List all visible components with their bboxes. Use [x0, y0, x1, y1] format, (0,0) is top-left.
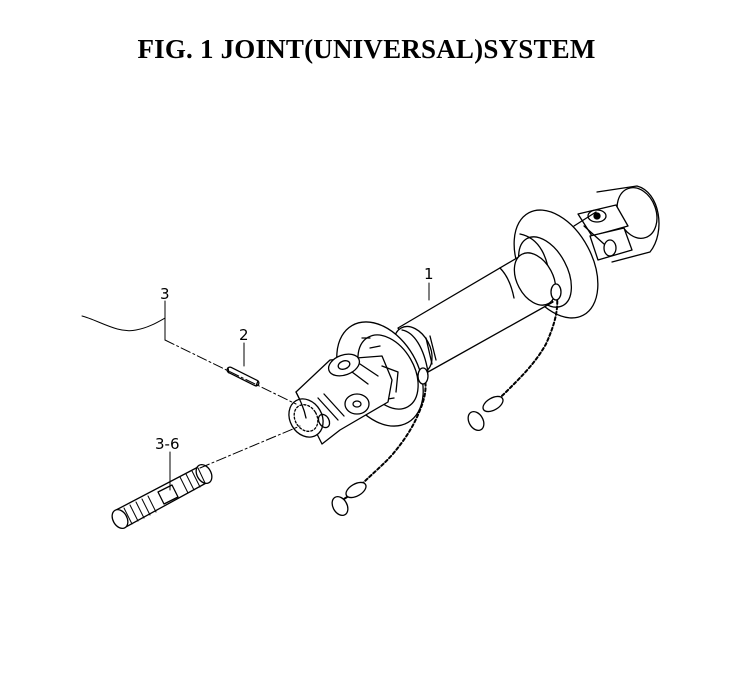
- leader-lines: [81, 282, 430, 491]
- callout-3-6: 3-6: [155, 435, 180, 453]
- near-end-yoke: [288, 353, 399, 445]
- safety-chain-right: [467, 283, 562, 431]
- spline-shaft-part-3-6: [111, 464, 213, 529]
- callout-2: 2: [239, 326, 249, 344]
- pto-shaft-assembly: [288, 185, 660, 516]
- callout-1: 1: [424, 265, 434, 283]
- callout-3: 3: [160, 285, 170, 303]
- safety-chain-left: [331, 367, 429, 516]
- figure-title: FIG. 1 JOINT(UNIVERSAL)SYSTEM: [137, 34, 596, 64]
- pin-part-2: [226, 366, 260, 387]
- far-end-yoke: [573, 185, 660, 263]
